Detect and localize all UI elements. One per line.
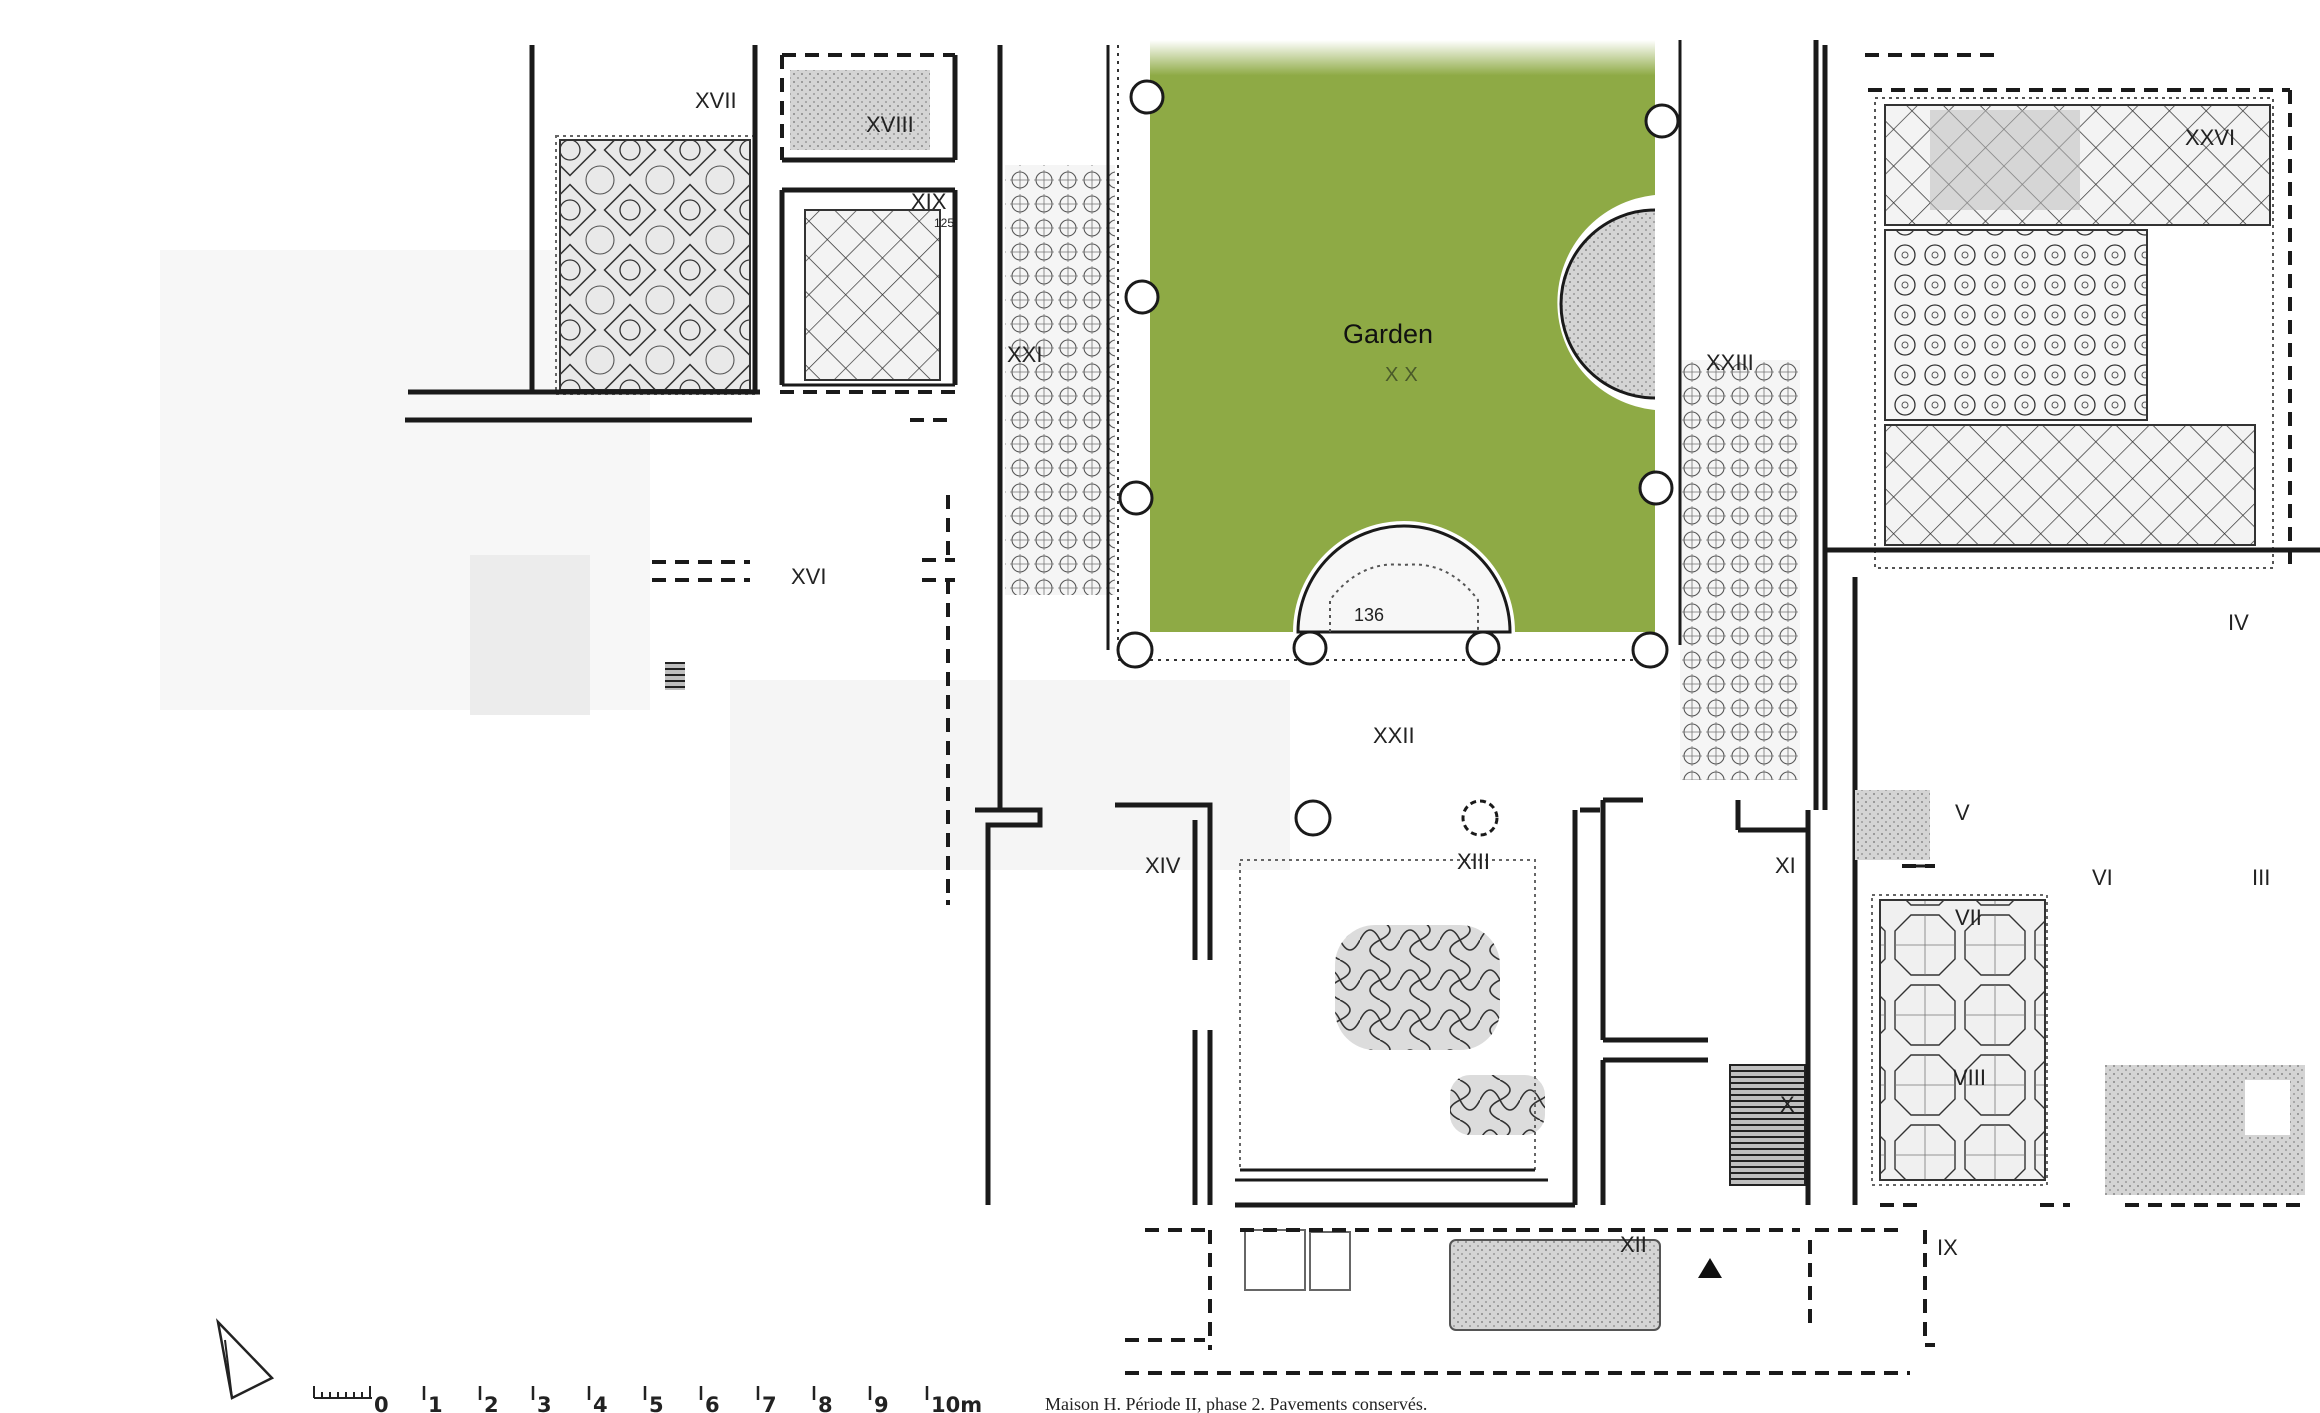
room-xix (779, 187, 958, 387)
label-v: V (1955, 800, 1970, 825)
column (1638, 470, 1674, 506)
garden-inscription: 136 (1354, 605, 1384, 625)
room-xiv (975, 802, 1600, 1208)
north-arrow-icon (216, 1318, 275, 1400)
label-xvii: XVII (695, 88, 737, 113)
label-xi: XI (1775, 853, 1796, 878)
scale-tick: 4 (593, 1393, 608, 1413)
wall-left-north (405, 389, 760, 423)
scale-tick: 2 (484, 1393, 499, 1413)
scale-tick: 1 (428, 1393, 443, 1413)
room-labels: XVII XVIII XIX 125 XXI XXIII XXVI XVI XX… (695, 88, 2270, 1260)
column (1292, 630, 1328, 666)
garden-number: XX (1385, 364, 1424, 386)
label-xix-number: 125 (934, 216, 954, 230)
label-viii: VIII (1953, 1065, 1986, 1090)
column (1465, 630, 1501, 666)
columns (1116, 79, 1680, 837)
column (1644, 103, 1680, 139)
scale-tick: 6 (705, 1393, 720, 1413)
garden-fill (1150, 40, 1655, 632)
column (1461, 799, 1499, 837)
label-xxi: XXI (1007, 342, 1042, 367)
garden-area: 136 Garden XX (1150, 40, 1656, 634)
scale-tick: 5 (649, 1393, 664, 1413)
scale-tick: 9 (874, 1393, 889, 1413)
label-vii: VII (1955, 905, 1982, 930)
rooms-lower-right (1600, 790, 2305, 1207)
triangle-marker-icon (1698, 1258, 1722, 1278)
column (1116, 631, 1154, 669)
room-xviii (780, 53, 958, 163)
peristyle (997, 40, 1819, 810)
label-ix: IX (1937, 1235, 1958, 1260)
wall-xvi-dashed (652, 495, 955, 900)
column (1631, 631, 1669, 669)
scale-tick: 8 (818, 1393, 833, 1413)
room-xii (1125, 1228, 1935, 1375)
scale-bar: 0 1 2 3 4 5 6 7 8 9 10m (313, 1386, 982, 1413)
room-xxvi (1822, 45, 2320, 1205)
column (1124, 279, 1160, 315)
scale-tick: 3 (537, 1393, 552, 1413)
room-xiii (1235, 859, 1548, 1182)
label-xvi: XVI (791, 564, 826, 589)
label-iv: IV (2228, 610, 2249, 635)
label-vi: VI (2092, 865, 2113, 890)
scale-tick: 0 (374, 1393, 389, 1413)
column (1129, 79, 1165, 115)
label-iii: III (2252, 865, 2270, 890)
label-xiv: XIV (1145, 853, 1181, 878)
plan-caption: Maison H. Période II, phase 2. Pavements… (1045, 1394, 1427, 1413)
label-xxvi: XXVI (2185, 125, 2235, 150)
label-xxii: XXII (1373, 723, 1415, 748)
wall-left-dashed (780, 390, 955, 422)
column (1118, 480, 1154, 516)
label-xix: XIX (911, 189, 947, 214)
fragment-xvi (665, 662, 685, 690)
label-xxiii: XXIII (1706, 350, 1754, 375)
label-xii: XII (1620, 1232, 1647, 1257)
scale-tick: 7 (762, 1393, 777, 1413)
column (1294, 799, 1332, 837)
label-xviii: XVIII (866, 112, 914, 137)
garden-title: Garden (1343, 319, 1433, 349)
label-xiii: XIII (1457, 849, 1490, 874)
label-x: X (1780, 1092, 1795, 1117)
scale-tick: 10m (931, 1393, 982, 1413)
